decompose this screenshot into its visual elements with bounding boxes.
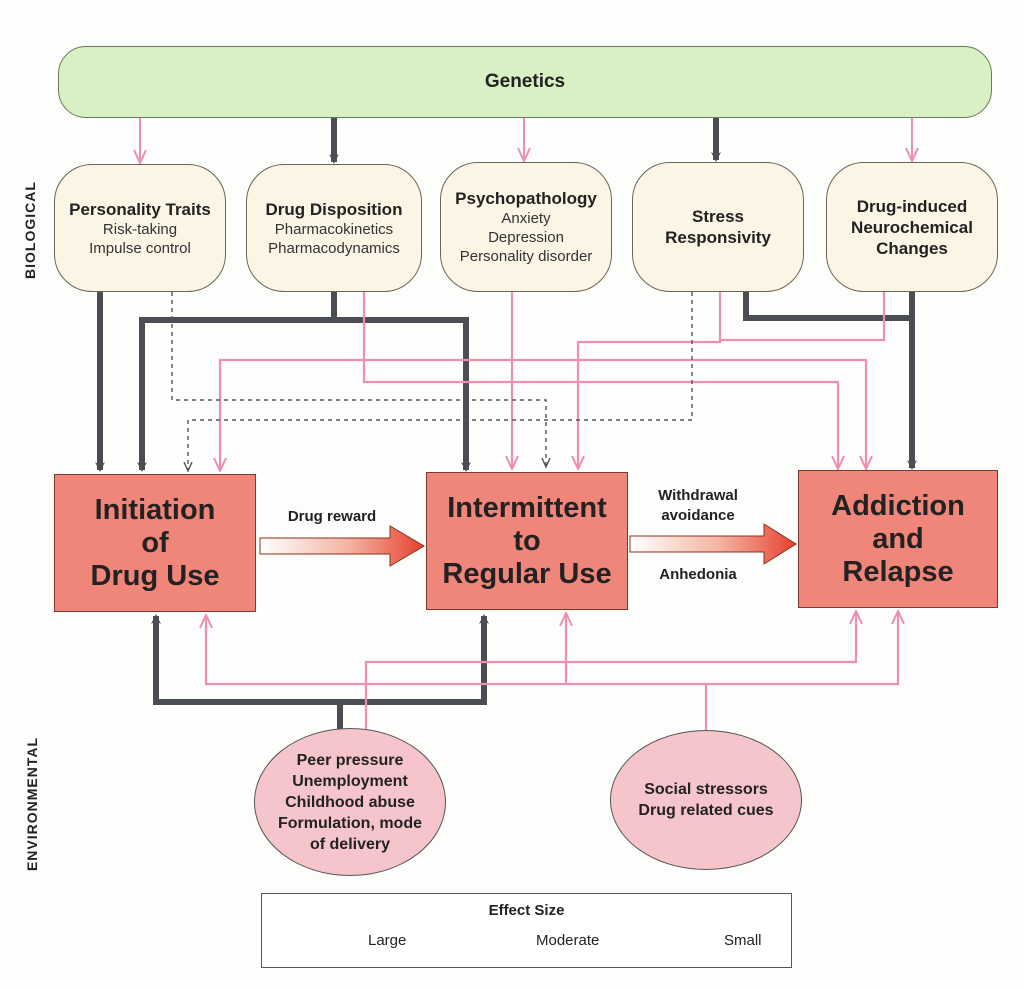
legend-large-label: Large: [368, 932, 407, 949]
arrow-psychopathology-initiation: [220, 358, 512, 470]
drug-reward-label: Drug reward: [287, 508, 377, 525]
transition-arrows: [259, 523, 797, 567]
psychopathology-line-3: Personality disorder: [459, 248, 593, 265]
env-early-line-1: Peer pressure: [296, 751, 404, 769]
arrow-social-addiction: [706, 612, 898, 686]
initiation-line-2: of: [141, 526, 169, 559]
arrow-disposition-initiation: [137, 292, 337, 472]
genetics-arrows: [140, 118, 912, 164]
arrow-stress-initiation: [188, 292, 693, 470]
personality-title: Personality Traits: [69, 199, 211, 219]
disposition-line-1: Pharmacokinetics: [274, 220, 394, 238]
line-neurochem-regular: [720, 292, 886, 342]
env-late-line-2: Drug related cues: [638, 802, 774, 819]
initiation-stage-box: Initiation of Drug Use: [54, 474, 256, 612]
withdrawal-line-2: avoidance: [661, 507, 735, 524]
addiction-line-3: Relapse: [842, 555, 954, 588]
neurochemical-changes-box: Drug-induced Neurochemical Changes: [826, 162, 998, 292]
neurochem-title-3: Changes: [876, 238, 948, 258]
arrow-psychopathology-addiction: [512, 358, 866, 468]
legend-moderate-label: Moderate: [536, 932, 600, 949]
stress-title-1: Stress: [692, 207, 744, 226]
arrow-env-regular: [340, 614, 489, 705]
line-stress-addiction: [743, 292, 912, 321]
arrow-env-addiction: [364, 612, 856, 730]
regular-line-1: Intermittent: [447, 491, 607, 524]
neurochem-title-2: Neurochemical: [851, 217, 973, 237]
anhedonia-label: Anhedonia: [659, 566, 737, 583]
arrow-disposition-addiction: [362, 292, 838, 468]
stress-responsivity-box: Stress Responsivity: [632, 162, 804, 292]
psychopathology-line-2: Depression: [488, 229, 564, 246]
env-early-line-3: Childhood abuse: [285, 793, 415, 811]
env-early-line-4: Formulation, mode: [278, 814, 422, 832]
disposition-title: Drug Disposition: [265, 199, 403, 219]
biological-label: BIOLOGICAL: [22, 181, 38, 279]
env-early-line-5: of delivery: [309, 835, 391, 853]
regular-line-3: Regular Use: [442, 557, 612, 590]
early-environment-ellipse: Peer pressure Unemployment Childhood abu…: [254, 728, 446, 876]
genetics-box: Genetics: [58, 46, 992, 118]
withdrawal-arrow: [629, 523, 797, 565]
initiation-line-3: Drug Use: [90, 559, 220, 592]
late-environment-ellipse: Social stressors Drug related cues: [610, 730, 802, 870]
arrow-social-initiation: [206, 616, 708, 730]
addiction-line-2: and: [872, 522, 924, 555]
env-late-line-1: Social stressors: [644, 781, 768, 798]
arrow-disposition-regular: [334, 317, 471, 472]
initiation-line-1: Initiation: [94, 493, 216, 526]
environmental-label: ENVIRONMENTAL: [24, 736, 40, 872]
legend-title: Effect Size: [488, 902, 565, 919]
withdrawal-line-1: Withdrawal: [658, 487, 738, 504]
small-connectors: [171, 292, 693, 470]
legend-small-label: Small: [724, 932, 762, 949]
large-connectors: [95, 292, 917, 730]
arrow-env-initiation: [151, 614, 343, 730]
personality-line-2: Impulse control: [89, 239, 191, 257]
neurochem-title-1: Drug-induced: [856, 196, 968, 216]
arrow-personality-regular: [171, 292, 546, 466]
psychopathology-title: Psychopathology: [455, 189, 597, 208]
regular-line-2: to: [513, 524, 541, 557]
personality-line-1: Risk-taking: [102, 220, 178, 238]
personality-traits-box: Personality Traits Risk-taking Impulse c…: [54, 164, 226, 292]
drug-disposition-box: Drug Disposition Pharmacokinetics Pharma…: [246, 164, 422, 292]
psychopathology-box: Psychopathology Anxiety Depression Perso…: [440, 162, 612, 292]
stress-title-2: Responsivity: [665, 228, 771, 247]
drug-reward-arrow: [259, 525, 425, 567]
arrow-stress-regular: [578, 292, 722, 468]
genetics-title: Genetics: [484, 71, 566, 92]
effect-size-legend: Effect Size Large Moderate Small: [261, 893, 792, 968]
env-early-line-2: Unemployment: [292, 772, 408, 790]
regular-use-stage-box: Intermittent to Regular Use: [426, 472, 628, 610]
addiction-line-1: Addiction: [831, 489, 965, 522]
moderate-connectors: [206, 292, 898, 730]
psychopathology-line-1: Anxiety: [501, 210, 551, 227]
addiction-stage-box: Addiction and Relapse: [798, 470, 998, 608]
withdrawal-avoidance-label: Withdrawal avoidance: [628, 486, 768, 526]
disposition-line-2: Pharmacodynamics: [268, 239, 400, 257]
